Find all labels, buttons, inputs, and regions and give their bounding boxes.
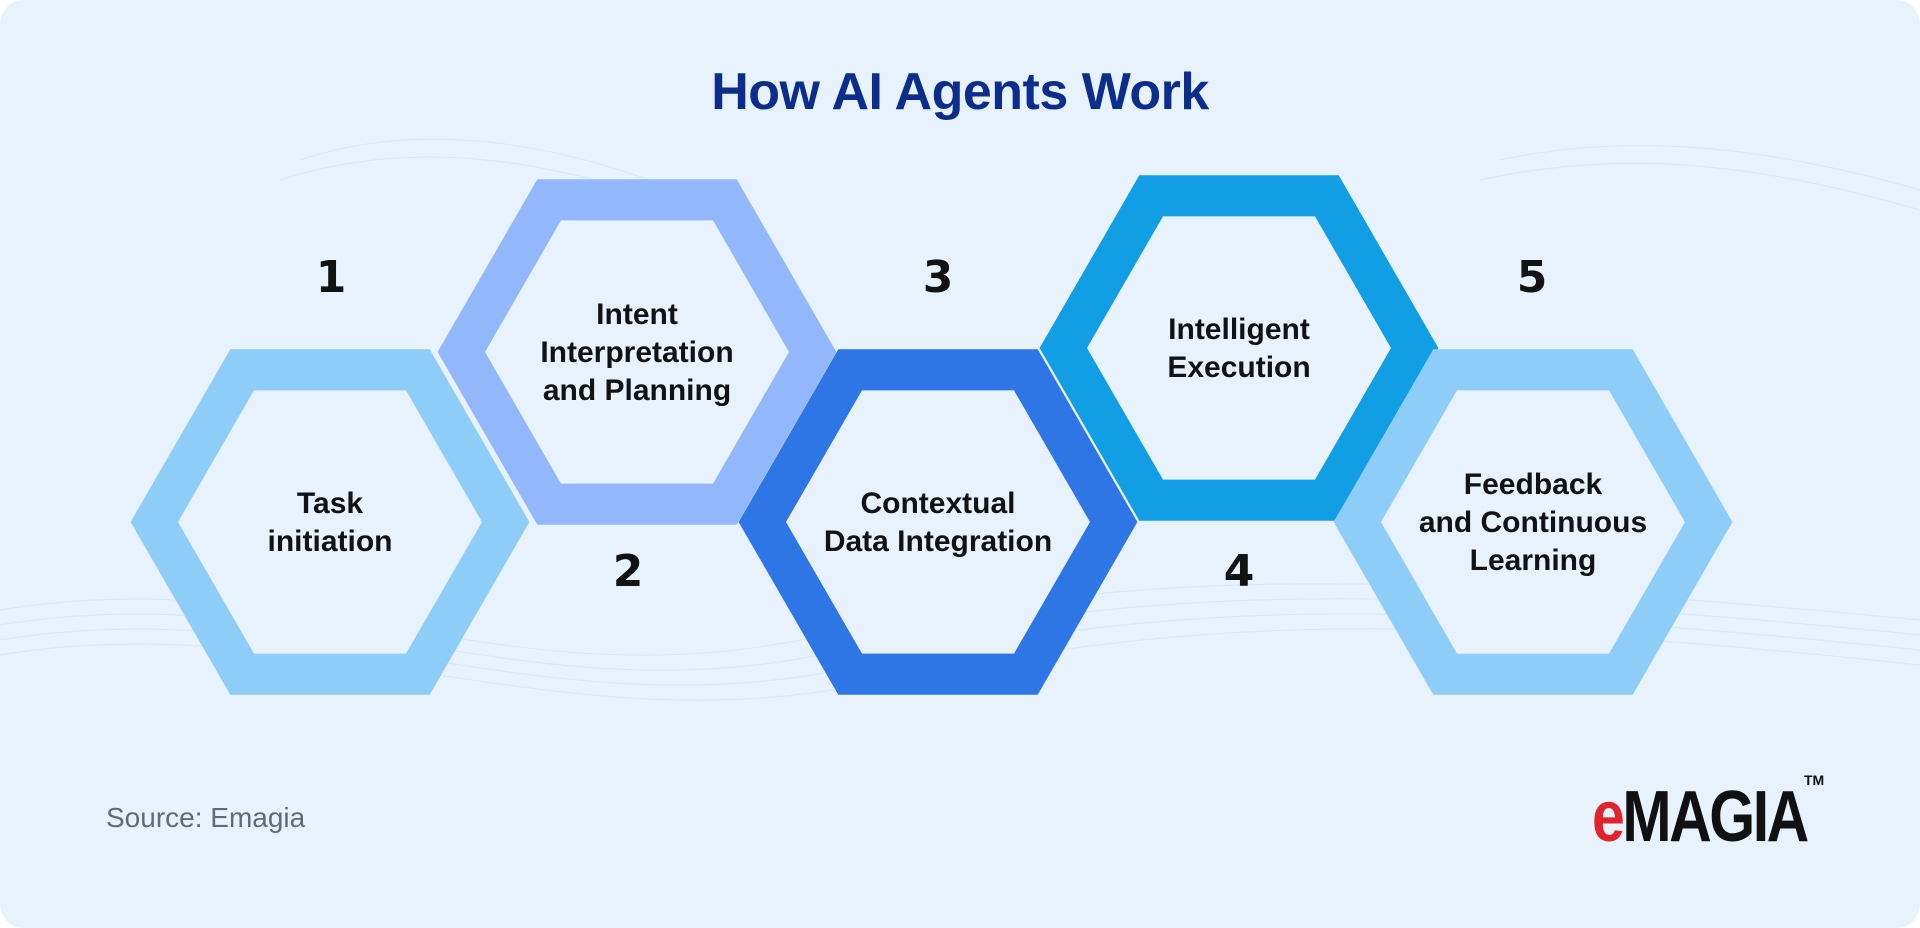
hexagon-ring [1333,349,1733,695]
step-number-2: 2 [613,546,644,597]
logo-trademark: TM [1804,772,1825,788]
logo-first-letter: e [1592,777,1625,857]
step-number-1: 1 [316,252,347,303]
hexagon-ring [738,349,1138,695]
label-line: Intent [596,298,678,331]
step-1-group: Task initiation 1 [130,252,530,695]
hexagon-inner [178,390,482,654]
source-caption: Source: Emagia [106,802,306,833]
label-line: and Continuous [1419,506,1647,539]
hexagon-inner [1087,216,1391,480]
step-1-label: Task initiation [268,487,393,558]
label-line: Task [297,487,363,520]
logo-wordmark: eMAGIA [1592,772,1809,862]
label-line: Data Integration [824,525,1052,558]
hexagon-ring [437,179,837,525]
hexagon-ring [130,349,530,695]
step-number-4: 4 [1224,546,1255,597]
logo-rest: MAGIA [1622,777,1809,857]
label-line: Learning [1470,544,1597,577]
page-title: How AI Agents Work [711,63,1209,121]
label-line: Intelligent [1168,313,1310,346]
label-line: Contextual [860,487,1015,520]
hexagon-inner [1381,390,1685,654]
hexagon-inner [786,390,1090,654]
label-line: Feedback [1464,468,1603,501]
step-number-5: 5 [1517,252,1548,303]
hexagon-ring [1039,175,1439,521]
emagia-logo: eMAGIA TM [1592,772,1825,862]
label-line: initiation [268,525,393,558]
label-line: Interpretation [540,336,733,369]
label-line: Execution [1167,351,1310,384]
step-number-3: 3 [923,252,954,303]
hexagon-inner [485,220,789,484]
label-line: and Planning [543,374,731,407]
